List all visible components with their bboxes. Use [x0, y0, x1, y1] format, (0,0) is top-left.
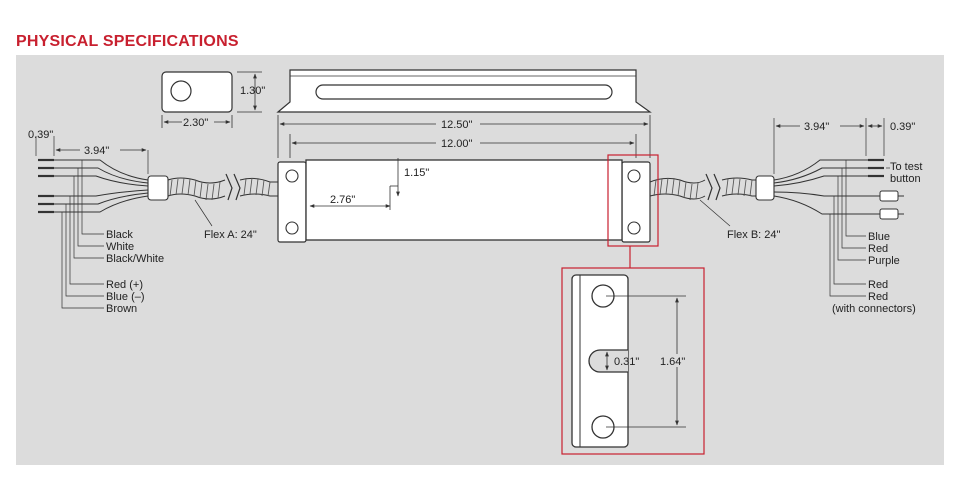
offset-y-dim: 1.15"	[404, 167, 429, 179]
right-wire-label: (with connectors)	[832, 303, 916, 315]
flex-b-label: Flex B: 24"	[727, 229, 781, 241]
right-wire-label: Red	[868, 243, 888, 255]
right-wire-label: Red	[868, 279, 888, 291]
left-wire-label: Red (+)	[106, 279, 143, 291]
total-length-dim: 12.50"	[441, 119, 473, 131]
left-lead-dim: 3.94"	[84, 145, 109, 157]
side-profile	[276, 69, 652, 113]
height-dim: 1.30"	[240, 85, 265, 97]
test-button-label: To test	[890, 161, 922, 173]
right-strip-dim: 0.39"	[890, 121, 915, 133]
left-strip-dim: 0.39"	[28, 129, 53, 141]
page-title: PHYSICAL SPECIFICATIONS	[16, 33, 239, 50]
left-wire-labels: Black White Black/White Red (+) Blue (–)…	[106, 229, 164, 315]
left-wire-label: Black	[106, 229, 133, 241]
hole-spacing-dim: 1.64"	[660, 356, 685, 368]
flex-a-label: Flex A: 24"	[204, 229, 257, 241]
right-wire-bundle: 3.94" 0.39"	[773, 118, 915, 297]
ballast-body: 1.15" 2.76"	[277, 158, 651, 243]
right-lead-dim: 3.94"	[804, 121, 829, 133]
body-length-dim: 12.00"	[441, 138, 473, 150]
end-view: 1.30" 2.30"	[161, 71, 265, 129]
left-wire-label: Blue (–)	[106, 291, 145, 303]
right-wire-label: Red	[868, 291, 888, 303]
right-wire-label: Purple	[868, 255, 900, 267]
left-wire-bundle: 0.39" 3.94"	[28, 129, 149, 309]
left-wire-label: Brown	[106, 303, 137, 315]
flex-conduit-right: Flex B: 24"	[649, 173, 781, 241]
test-button-label: button	[890, 173, 921, 185]
right-wire-labels: To test button Blue Red Purple Red Red (…	[832, 161, 922, 315]
slot-dim: 0.31"	[614, 356, 639, 368]
left-wire-label: White	[106, 241, 134, 253]
width-dim: 2.30"	[183, 117, 208, 129]
right-wire-label: Blue	[868, 231, 890, 243]
flex-conduit-left: Flex A: 24"	[147, 173, 278, 241]
offset-x-dim: 2.76"	[330, 194, 355, 206]
length-dimensions: 12.50" 12.00"	[277, 115, 651, 158]
detail-callout: 1.64" 0.31"	[561, 154, 705, 455]
left-wire-label: Black/White	[106, 253, 164, 265]
